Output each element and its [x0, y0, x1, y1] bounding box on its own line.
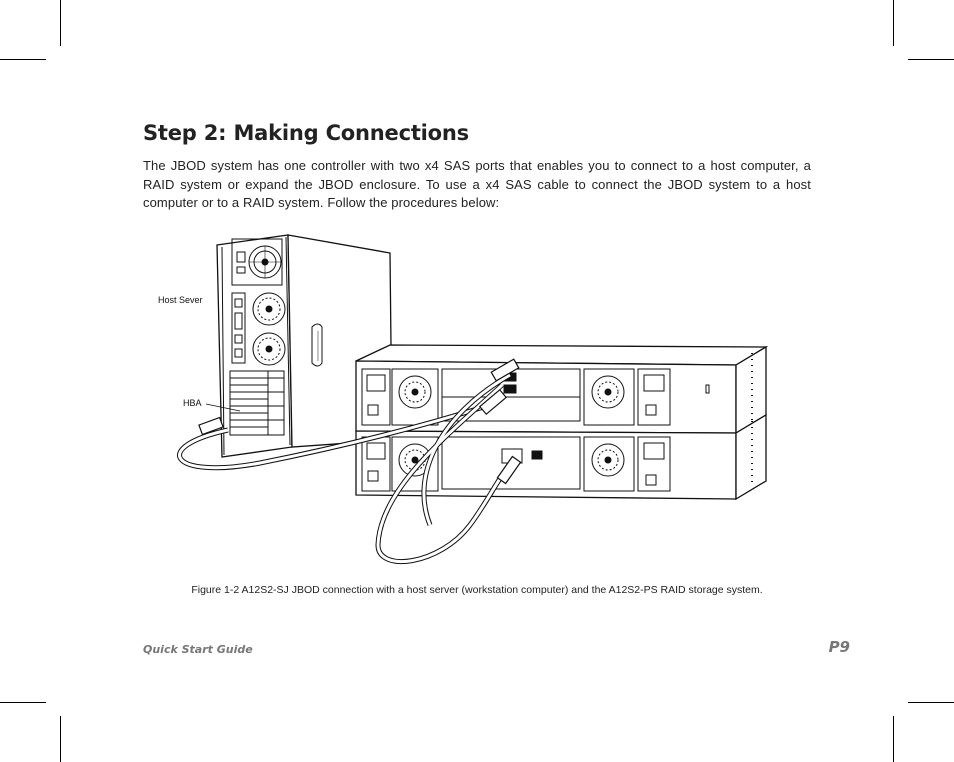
crop-mark [893, 716, 894, 762]
crop-mark [0, 702, 46, 703]
crop-mark [908, 59, 954, 60]
page-number: P9 [828, 638, 850, 656]
connection-diagram [177, 234, 769, 565]
sas-cable-jbod-to-raid-inner [376, 373, 511, 564]
crop-mark [60, 0, 61, 46]
jbod-enclosure [355, 344, 769, 435]
hba-label: HBA [183, 398, 202, 408]
crop-mark [908, 702, 954, 703]
crop-mark [0, 59, 46, 60]
raid-enclosure [355, 413, 767, 501]
hba-leader-line [205, 403, 241, 412]
host-server-label: Host Sever [158, 295, 203, 305]
page-title: Step 2: Making Connections [143, 121, 469, 145]
sas-cable-host-to-jbod-inner [178, 403, 491, 470]
intro-paragraph: The JBOD system has one controller with … [143, 158, 811, 210]
connection-figure: Host Sever HBA [140, 225, 780, 575]
sas-connectors [198, 358, 522, 485]
figure-caption: Figure 1-2 A12S2-SJ JBOD connection with… [191, 584, 763, 596]
crop-mark [60, 716, 61, 762]
crop-mark [893, 0, 894, 46]
footer-guide-title: Quick Start Guide [143, 643, 253, 656]
